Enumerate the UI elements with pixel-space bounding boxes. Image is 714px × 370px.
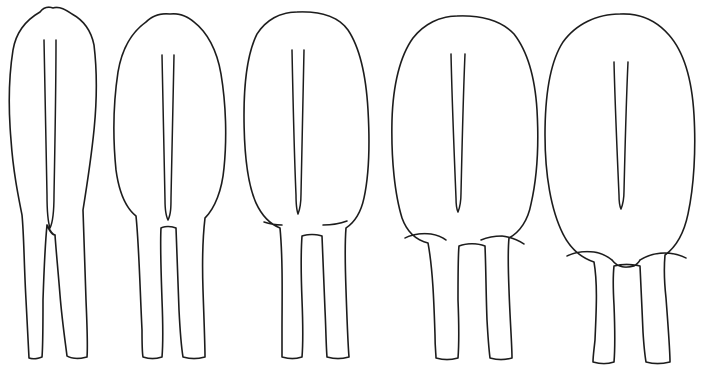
body-outline-1 [9,7,96,358]
cow-rear-silhouette-3 [244,12,369,359]
cow-rear-silhouette-1 [9,7,96,358]
body-outline-5 [545,14,695,364]
cow-rear-silhouette-5 [545,14,695,364]
cow-rear-silhouette-4 [392,16,538,360]
body-outline-2 [114,14,226,359]
body-outline-3 [244,12,369,359]
cow-rear-silhouette-2 [114,14,226,359]
